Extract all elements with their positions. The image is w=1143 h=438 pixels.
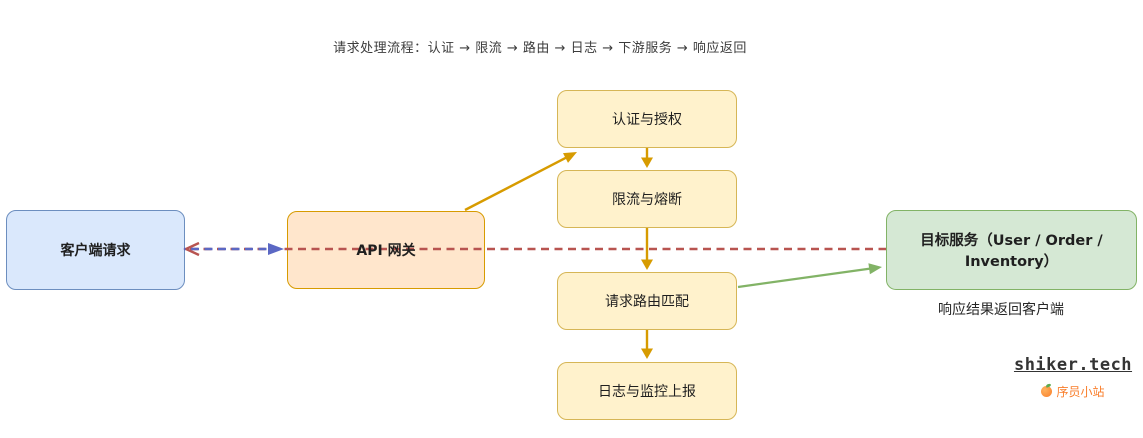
node-target-services: 目标服务（User / Order / Inventory） bbox=[886, 210, 1137, 290]
node-route-label: 请求路由匹配 bbox=[605, 294, 689, 310]
edge-route-to-logging-arrowhead-icon bbox=[641, 348, 653, 359]
node-logging-label: 日志与监控上报 bbox=[598, 384, 696, 400]
node-route-matching: 请求路由匹配 bbox=[557, 272, 737, 330]
node-auth-authorization: 认证与授权 bbox=[557, 90, 737, 148]
edge-ratelimit-to-route-arrowhead-icon bbox=[641, 259, 653, 270]
node-api-gateway: API 网关 bbox=[287, 211, 485, 289]
watermark-site: shiker.tech bbox=[1013, 355, 1133, 375]
node-ratelimit-circuitbreak: 限流与熔断 bbox=[557, 170, 737, 228]
edge-route-to-target-arrowhead-icon bbox=[868, 263, 882, 275]
node-ratelimit-label: 限流与熔断 bbox=[612, 192, 682, 208]
edge-route-to-target bbox=[737, 267, 871, 289]
edge-gateway-to-auth bbox=[464, 156, 568, 212]
node-target-services-label: 目标服务（User / Order / Inventory） bbox=[920, 233, 1103, 270]
watermark: shiker.tech 序员小站 bbox=[1008, 355, 1138, 400]
node-logging-monitoring: 日志与监控上报 bbox=[557, 362, 737, 420]
response-return-note: 响应结果返回客户端 bbox=[938, 302, 1064, 318]
node-auth-label: 认证与授权 bbox=[612, 112, 682, 128]
node-api-gateway-label: API 网关 bbox=[356, 243, 416, 259]
node-client-request-label: 客户端请求 bbox=[60, 243, 131, 259]
edge-request-arrowhead-icon bbox=[268, 243, 284, 255]
node-client-request: 客户端请求 bbox=[6, 210, 185, 290]
edge-gateway-to-auth-arrowhead-icon bbox=[563, 152, 577, 163]
watermark-brand: 序员小站 bbox=[1056, 385, 1105, 399]
edge-auth-to-ratelimit-arrowhead-icon bbox=[641, 157, 653, 168]
diagram-title: 请求处理流程：认证 → 限流 → 路由 → 日志 → 下游服务 → 响应返回 bbox=[333, 41, 747, 56]
watermark-brand-line: 序员小站 bbox=[1008, 383, 1138, 400]
orange-fruit-icon bbox=[1041, 386, 1053, 397]
edge-return-arrowhead-icon bbox=[183, 241, 200, 257]
